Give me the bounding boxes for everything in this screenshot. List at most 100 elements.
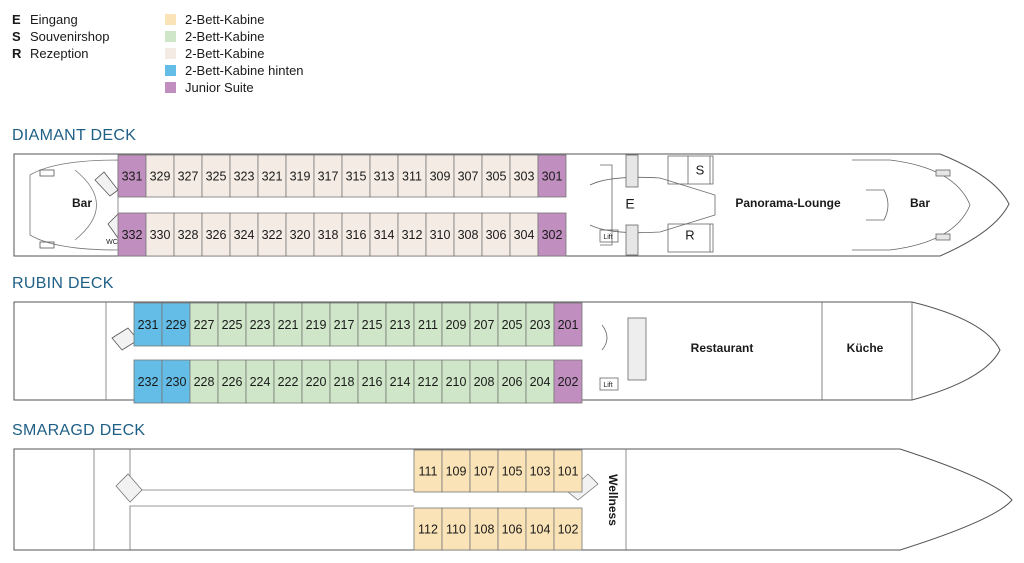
- cabin-number: 322: [262, 228, 283, 242]
- cabin-212[interactable]: [413, 359, 443, 404]
- wellness-label: Wellness: [606, 474, 620, 526]
- cabin-number: 332: [122, 228, 143, 242]
- cabin-201[interactable]: [553, 302, 583, 347]
- cabin-320[interactable]: [285, 212, 315, 257]
- cabin-number: 205: [502, 318, 523, 332]
- bar-fwd-label: Bar: [910, 196, 930, 210]
- cabin-307[interactable]: [453, 154, 483, 198]
- cabin-215[interactable]: [357, 302, 387, 347]
- cabin-231[interactable]: [133, 302, 163, 347]
- cabin-223[interactable]: [245, 302, 275, 347]
- cabin-311[interactable]: [397, 154, 427, 198]
- cabin-232[interactable]: [133, 359, 163, 404]
- cabin-304[interactable]: [509, 212, 539, 257]
- cabin-302[interactable]: [537, 212, 567, 257]
- cabin-number: 222: [278, 375, 299, 389]
- cabin-number: 207: [474, 318, 495, 332]
- cabin-317[interactable]: [313, 154, 343, 198]
- cabin-312[interactable]: [397, 212, 427, 257]
- cabin-305[interactable]: [481, 154, 511, 198]
- cabin-228[interactable]: [189, 359, 219, 404]
- lift-label: Lift: [603, 234, 612, 241]
- diamant-deck-title: DIAMANT DECK: [12, 127, 137, 144]
- cabin-315[interactable]: [341, 154, 371, 198]
- cabin-number: 311: [402, 169, 422, 183]
- cabin-103[interactable]: [525, 449, 555, 493]
- cabin-102[interactable]: [553, 507, 583, 551]
- cabin-314[interactable]: [369, 212, 399, 257]
- cabin-308[interactable]: [453, 212, 483, 257]
- cabin-number: 305: [486, 169, 507, 183]
- cabin-324[interactable]: [229, 212, 259, 257]
- bar-aft-label: Bar: [72, 196, 92, 210]
- cabin-number: 226: [222, 375, 243, 389]
- cabin-number: 324: [234, 228, 255, 242]
- cabin-number: 208: [474, 375, 495, 389]
- cabin-203[interactable]: [525, 302, 555, 347]
- cabin-331[interactable]: [117, 154, 147, 198]
- cabin-number: 218: [334, 375, 355, 389]
- reception-label: R: [685, 227, 694, 242]
- cabin-number: 326: [206, 228, 227, 242]
- cabin-207[interactable]: [469, 302, 499, 347]
- cabin-227[interactable]: [189, 302, 219, 347]
- cabin-number: 111: [418, 464, 437, 478]
- cabin-219[interactable]: [301, 302, 331, 347]
- cabin-206[interactable]: [497, 359, 527, 404]
- shop-label: S: [696, 162, 705, 177]
- cabin-211[interactable]: [413, 302, 443, 347]
- cabin-number: 110: [446, 522, 466, 536]
- cabin-number: 211: [418, 318, 438, 332]
- legend-swatch: [165, 82, 176, 93]
- cabin-105[interactable]: [497, 449, 527, 493]
- cabin-326[interactable]: [201, 212, 231, 257]
- cabin-210[interactable]: [441, 359, 471, 404]
- legend-swatch: [165, 31, 176, 42]
- cabin-213[interactable]: [385, 302, 415, 347]
- cabin-222[interactable]: [273, 359, 303, 404]
- cabin-221[interactable]: [273, 302, 303, 347]
- cabin-number: 313: [374, 169, 395, 183]
- cabin-230[interactable]: [161, 359, 191, 404]
- cabin-319[interactable]: [285, 154, 315, 198]
- cabin-number: 323: [234, 169, 255, 183]
- cabin-number: 312: [402, 228, 423, 242]
- cabin-108[interactable]: [469, 507, 499, 551]
- cabin-number: 223: [250, 318, 271, 332]
- cabin-205[interactable]: [497, 302, 527, 347]
- cabin-309[interactable]: [425, 154, 455, 198]
- cabin-327[interactable]: [173, 154, 203, 198]
- cabin-number: 315: [346, 169, 367, 183]
- cabin-112[interactable]: [413, 507, 443, 551]
- cabin-330[interactable]: [145, 212, 175, 257]
- cabin-301[interactable]: [537, 154, 567, 198]
- cabin-316[interactable]: [341, 212, 371, 257]
- cabin-328[interactable]: [173, 212, 203, 257]
- cabin-225[interactable]: [217, 302, 247, 347]
- cabin-329[interactable]: [145, 154, 175, 198]
- cabin-216[interactable]: [357, 359, 387, 404]
- cabin-106[interactable]: [497, 507, 527, 551]
- cabin-107[interactable]: [469, 449, 499, 493]
- cabin-313[interactable]: [369, 154, 399, 198]
- cabin-322[interactable]: [257, 212, 287, 257]
- cabin-202[interactable]: [553, 359, 583, 404]
- cabin-332[interactable]: [117, 212, 147, 257]
- cabin-321[interactable]: [257, 154, 287, 198]
- cabin-101[interactable]: [553, 449, 583, 493]
- cabin-204[interactable]: [525, 359, 555, 404]
- cabin-323[interactable]: [229, 154, 259, 198]
- cabin-111[interactable]: [413, 449, 443, 493]
- cabin-229[interactable]: [161, 302, 191, 347]
- cabin-318[interactable]: [313, 212, 343, 257]
- cabin-104[interactable]: [525, 507, 555, 551]
- legend-item-category: Junior Suite: [165, 79, 304, 96]
- cabin-109[interactable]: [441, 449, 471, 493]
- cabin-226[interactable]: [217, 359, 247, 404]
